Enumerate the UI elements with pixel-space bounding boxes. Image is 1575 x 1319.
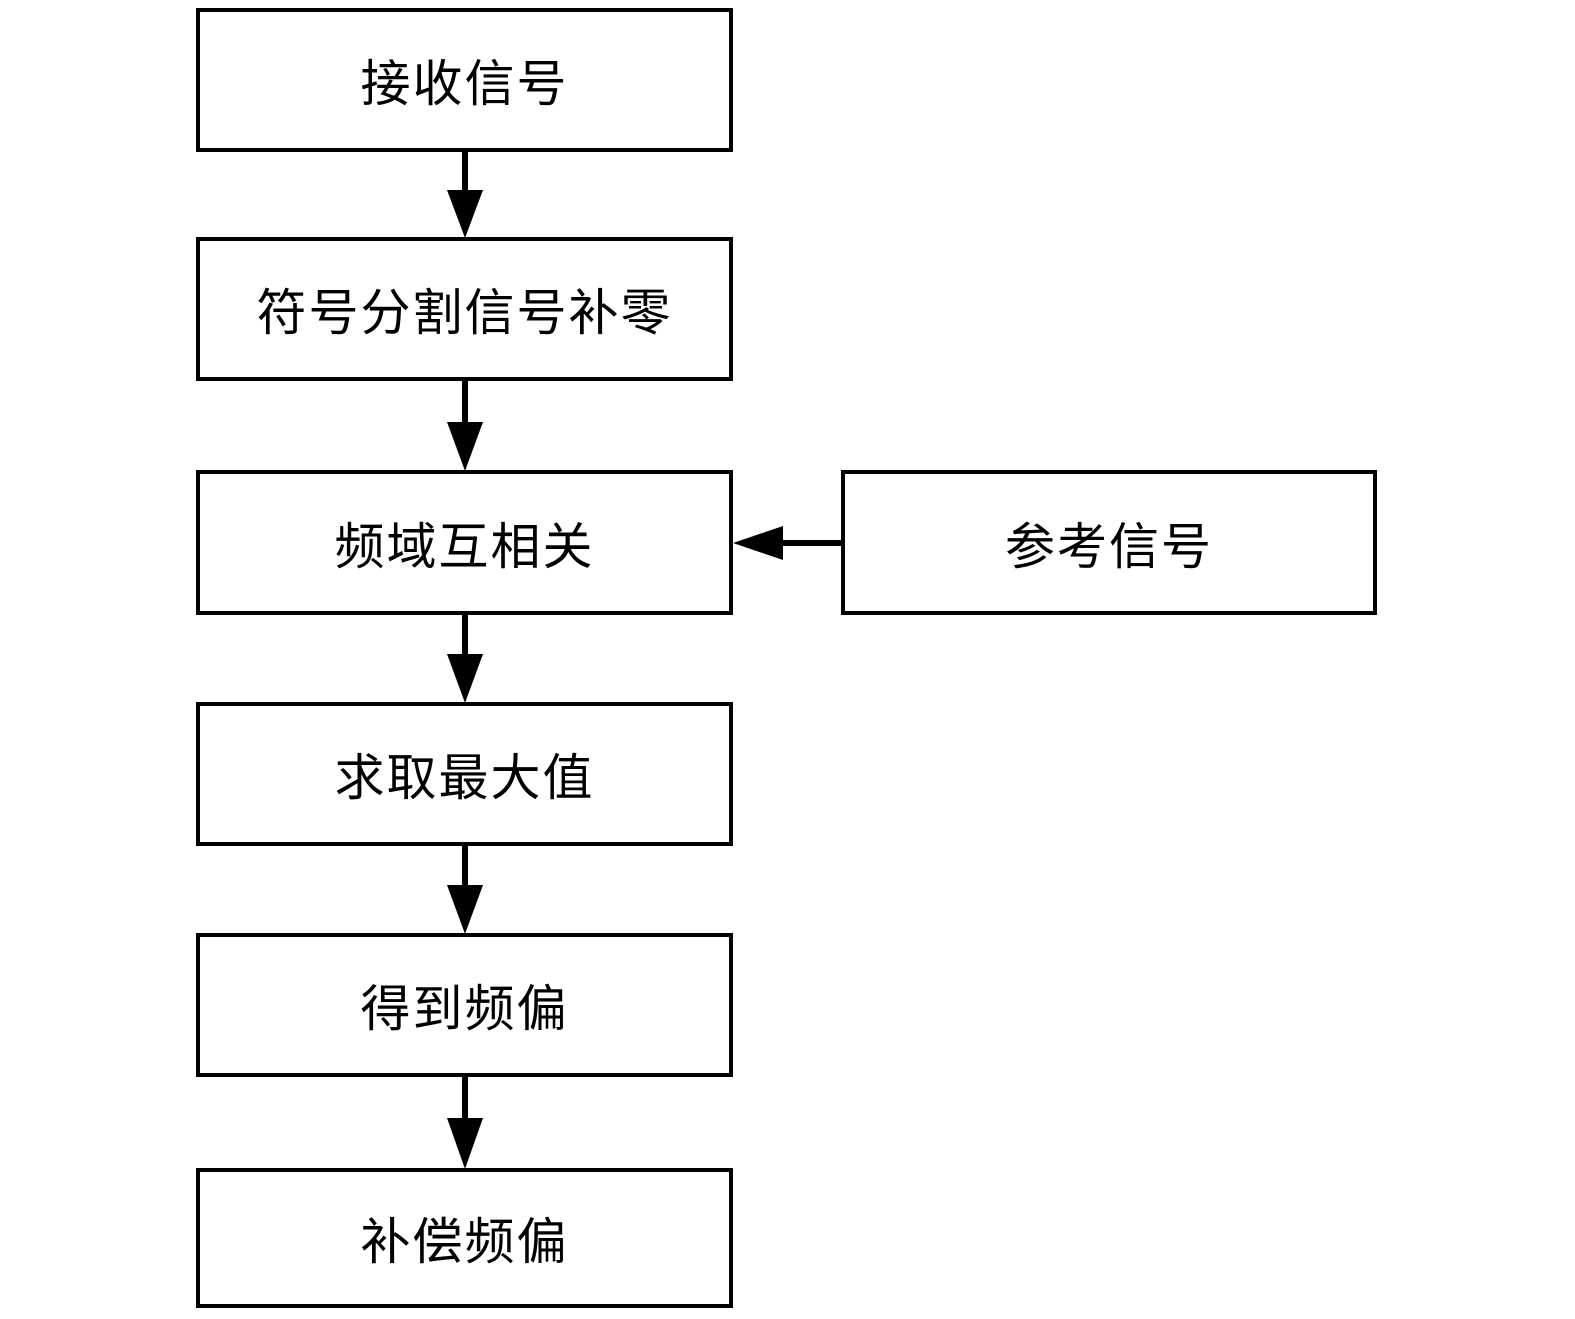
node-receive-signal: 接收信号: [196, 8, 733, 152]
node-frequency-domain-cross-correlation: 频域互相关: [196, 470, 733, 615]
node-obtain-frequency-offset-label: 得到频偏: [360, 980, 569, 1038]
node-frequency-domain-cross-correlation-label: 频域互相关: [334, 517, 595, 576]
node-receive-signal-label: 接收信号: [360, 55, 569, 113]
arrow-offset-to-comp: [447, 1075, 483, 1169]
node-obtain-frequency-offset: 得到频偏: [196, 933, 733, 1077]
node-symbol-split-zero-pad-label: 符号分割信号补零: [256, 284, 673, 342]
node-compensate-frequency-offset-label: 补偿频偏: [360, 1213, 569, 1271]
node-symbol-split-zero-pad: 符号分割信号补零: [196, 237, 733, 381]
arrow-receive-to-split: [447, 150, 483, 238]
arrow-max-to-offset: [447, 844, 483, 934]
node-compensate-frequency-offset: 补偿频偏: [196, 1168, 733, 1308]
node-reference-signal: 参考信号: [841, 470, 1377, 615]
node-find-maximum-label: 求取最大值: [334, 749, 595, 807]
arrow-reference-to-xcorr: [733, 526, 841, 560]
node-reference-signal-label: 参考信号: [1005, 517, 1213, 576]
arrow-xcorr-to-max: [447, 613, 483, 703]
node-find-maximum: 求取最大值: [196, 702, 733, 846]
arrow-split-to-xcorr: [447, 379, 483, 471]
